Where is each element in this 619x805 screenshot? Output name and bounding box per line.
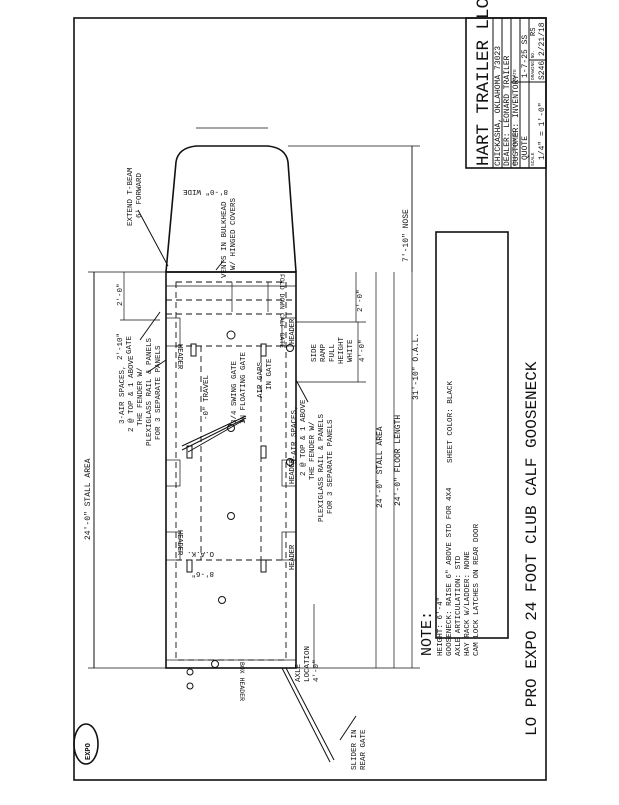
note-line-1: HEIGHT: 6'-4" bbox=[437, 597, 445, 656]
drawn-by: RS bbox=[530, 28, 538, 36]
side-ramp-2: RAMP bbox=[320, 343, 328, 362]
axle-location-3: 4'-0" bbox=[313, 659, 321, 682]
travel-label: -0" TRAVEL bbox=[203, 374, 211, 420]
expo-logo: EXPO bbox=[73, 723, 99, 765]
side-ramp-3: FULL bbox=[329, 343, 337, 362]
extend-tbeam-2: 6' FORWARD bbox=[136, 172, 144, 218]
overall-length: 31'-10" O.A.L. bbox=[412, 333, 421, 400]
vents-2: W/ HINGED COVERS bbox=[230, 197, 238, 270]
drawing-title: LO PRO EXPO 24 FOOT CLUB CALF GOOSENECK bbox=[523, 361, 541, 736]
air-spaces-bottom-5: FOR 3 SEPARATE PANELS bbox=[327, 419, 335, 514]
air-spaces-top-3: THE FENDER W/ bbox=[137, 367, 145, 426]
floor-length: 24'-0" FLOOR LENGTH bbox=[394, 415, 403, 506]
header-label-5: HEADER bbox=[289, 544, 297, 570]
header-label-1: HEADER bbox=[175, 344, 183, 370]
company-name: HART TRAILER LLC bbox=[474, 0, 494, 166]
box-header-label: BOX HEADER bbox=[238, 662, 245, 701]
air-spaces-bottom-3: THE FENDER W/ bbox=[309, 421, 317, 480]
side-ramp-4: HEIGHT bbox=[338, 336, 346, 364]
note-line-3: AXLE ARTICULATION: STD bbox=[455, 555, 463, 656]
header-label-2: HEADER bbox=[289, 318, 297, 344]
header-label-3: HEADER bbox=[289, 458, 297, 484]
notes-heading: NOTE: bbox=[419, 611, 436, 656]
gate-label: GATE bbox=[126, 335, 134, 354]
dim-4-0-ramp: 4'-0" bbox=[359, 339, 367, 362]
air-spaces-bottom-4: PLEXIGLASS RAIL & PANELS bbox=[318, 413, 326, 522]
sheet-color: SHEET COLOR: BLACK bbox=[447, 381, 455, 463]
header-label-4: HEADER bbox=[175, 530, 183, 556]
slider-rear-gate-2: REAR GATE bbox=[360, 729, 368, 770]
air-gaps-2: IN GATE bbox=[266, 358, 274, 390]
scale-value: 1/4" = 1'-0" bbox=[538, 102, 547, 160]
dim-2-0-top: 2'-0" bbox=[117, 283, 125, 306]
dim-2-0-bottom: 2'-0" bbox=[357, 289, 365, 312]
side-ramp-5: WHITE bbox=[347, 339, 355, 362]
note-line-2: GOOSENECK: RAISE 6" ABOVE STD FOR 4X4 bbox=[446, 487, 454, 656]
fold-down-calf-gate: FOLD DOWN CALF GATE bbox=[278, 274, 285, 348]
air-spaces-bottom-2: 2 @ TOP & 1 ABOVE bbox=[300, 399, 308, 476]
sheet-border bbox=[73, 17, 547, 781]
swing-gate-1: 3/4 SWING GATE bbox=[231, 360, 239, 424]
dimensions-left: 24'-0" STALL AREA 2'-0" 2'-10" GATE EXTE… bbox=[84, 167, 169, 669]
dimensions-right: 8'-0" WIDE VENTS IN BULKHEAD W/ HINGED C… bbox=[182, 127, 421, 770]
extend-tbeam-1: EXTEND T-BEAM bbox=[127, 167, 135, 226]
dim-2-10-gate: 2'-10" bbox=[117, 333, 125, 360]
oak-label: O.A.K. bbox=[187, 549, 214, 557]
air-gaps-1: AIR GAPS bbox=[257, 361, 265, 398]
air-spaces-bottom-1: 3-AIR SPACES, bbox=[291, 405, 299, 464]
work-order-value: QUOTE bbox=[521, 136, 530, 160]
nose-length: 7'-10" NOSE bbox=[402, 209, 411, 262]
customer-name: CUSTOMER: INVENTORY bbox=[512, 75, 521, 166]
swing-gate-2: IN FLOATING GATE bbox=[240, 351, 248, 424]
work-order-label: WORK ORDER NO. bbox=[512, 128, 518, 166]
air-spaces-top-5: FOR 3 SEPARATE PANELS bbox=[155, 345, 163, 440]
axle-location-2: LOCATION bbox=[304, 646, 312, 682]
scale-label: SCALE bbox=[530, 152, 536, 166]
drawing-no-value: S246 2/21/18 bbox=[538, 22, 547, 80]
stall-area-top: 24'-0" STALL AREA bbox=[84, 458, 93, 540]
axle-location-1: AXLE bbox=[295, 663, 303, 682]
note-line-4: HAY RACK W/LADDER: NONE bbox=[464, 551, 472, 656]
company-city: CHICKASHA, OKLAHOMA 73023 bbox=[494, 46, 503, 166]
trailer-plan: HEADER HEADER HEADER HEADER HEADER BOX H bbox=[165, 145, 335, 763]
note-line-5: CAM LOCK LATCHES ON REAR DOOR bbox=[473, 523, 481, 656]
notes-box: NOTE: HEIGHT: 6'-4" GOOSENECK: RAISE 6" … bbox=[419, 231, 509, 656]
air-spaces-top-2: 2 @ TOP & 1 ABOVE bbox=[128, 355, 136, 432]
side-ramp-1: SIDE bbox=[311, 343, 319, 362]
date-value: 1-7-25 SS bbox=[521, 35, 530, 78]
logo-text: EXPO bbox=[85, 743, 93, 760]
title-block: HART TRAILER LLC CHICKASHA, OKLAHOMA 730… bbox=[465, 0, 547, 169]
air-spaces-top-1: 3-AIR SPACES, bbox=[119, 365, 127, 424]
dim-8-6: 8'-6" bbox=[191, 569, 214, 577]
wide-label: 8'-0" WIDE bbox=[182, 187, 228, 195]
gooseneck-nose bbox=[165, 145, 297, 273]
drawing-no-label: DRAWING NO. bbox=[530, 50, 536, 80]
dealer-name: DEALER: LEONARD TRAILER bbox=[503, 55, 512, 166]
vents-1: VENTS IN BULKHEAD bbox=[221, 201, 229, 278]
slider-rear-gate-1: SLIDER IN bbox=[351, 729, 359, 770]
date-label: DATE bbox=[512, 69, 518, 80]
stall-area-bottom: 24'-0" STALL AREA bbox=[376, 426, 385, 508]
air-spaces-top-4: PLEXIGLASS RAIL & PANELS bbox=[146, 337, 154, 446]
